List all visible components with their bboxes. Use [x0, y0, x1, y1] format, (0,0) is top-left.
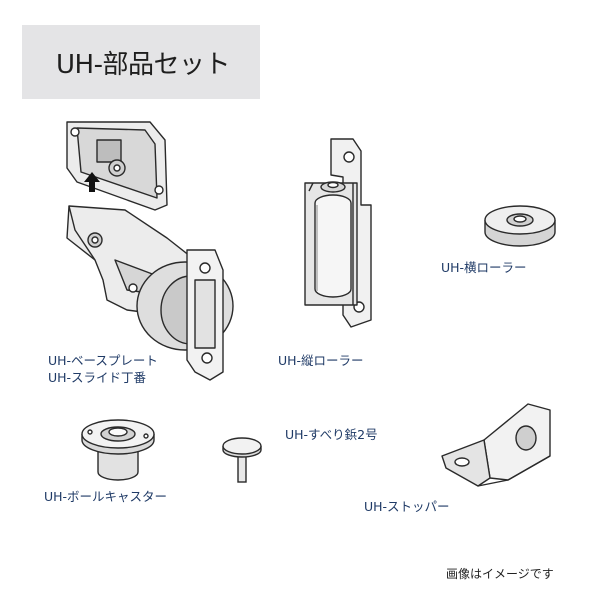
horizontal-roller-image — [484, 205, 556, 247]
ball-caster-image — [81, 419, 155, 481]
stopper-image — [441, 403, 551, 487]
base-plate-label: UH-ベースプレート — [48, 353, 158, 368]
slide-rivet-label: UH-すべり鋲2号 — [285, 427, 378, 442]
slide-rivet-image — [222, 437, 262, 483]
vertical-roller-label: UH-縦ローラー — [278, 353, 364, 368]
horizontal-roller-label: UH-横ローラー — [441, 260, 527, 275]
vertical-roller-image — [304, 138, 372, 328]
page-title: UH-部品セット — [56, 49, 230, 80]
stopper-label: UH-ストッパー — [364, 499, 450, 514]
slide-hinge-image — [66, 121, 234, 381]
slide-hinge-label: UH-スライド丁番 — [48, 370, 147, 385]
title-banner: UH-部品セット — [22, 25, 260, 99]
ball-caster-label: UH-ボールキャスター — [44, 489, 168, 504]
image-disclaimer: 画像はイメージです — [446, 567, 554, 581]
